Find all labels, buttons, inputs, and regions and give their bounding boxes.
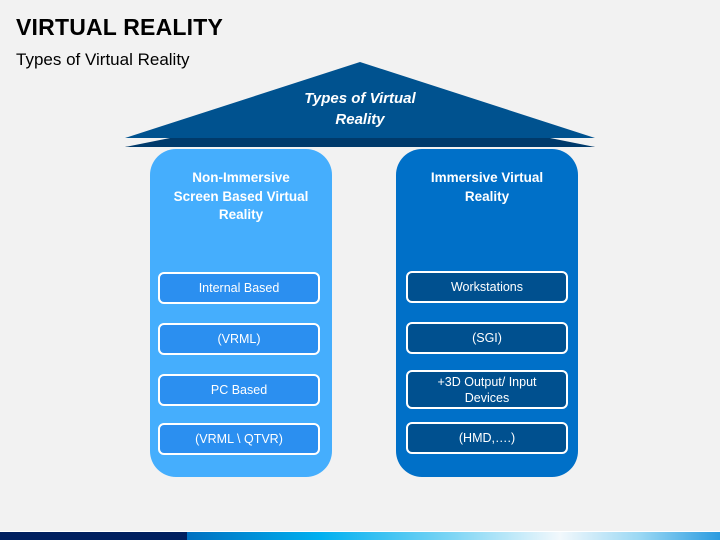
pillar-item-hmd: (HMD,….) (406, 422, 568, 454)
pillar-item-3d-devices: +3D Output/ Input Devices (406, 370, 568, 409)
pillar-title-line: Reality (218, 207, 264, 222)
pillar-title: Non-Immersive Screen Based Virtual Reali… (150, 169, 332, 225)
item-label: (HMD,….) (458, 431, 516, 445)
footer-bar-dark (0, 532, 187, 540)
pillar-item-vrml-qtvr: (VRML \ QTVR) (158, 423, 320, 455)
footer-bar-gradient (187, 532, 720, 540)
footer-gradient-bar (0, 532, 720, 540)
roof-label: Types of Virtual Reality (260, 88, 460, 130)
item-label: Internal Based (198, 281, 280, 295)
pillar-item-sgi: (SGI) (406, 322, 568, 354)
item-label: PC Based (210, 383, 268, 397)
pillar-immersive: Immersive Virtual Reality Workstations (… (396, 149, 578, 477)
pillar-title: Immersive Virtual Reality (396, 169, 578, 206)
item-label: +3D Output/ Input Devices (437, 374, 537, 405)
pillar-item-pc-based: PC Based (158, 374, 320, 406)
pillar-item-internal-based: Internal Based (158, 272, 320, 304)
pillar-title-line: Screen Based Virtual (173, 188, 309, 204)
pillar-title-line: Reality (464, 188, 510, 204)
roof-shape (125, 62, 595, 147)
pillar-title-line: Non-Immersive (192, 170, 290, 185)
roof-label-line2: Reality (335, 111, 385, 128)
item-label: (VRML) (217, 332, 261, 346)
roof-label-line1: Types of Virtual (304, 90, 416, 107)
pillar-non-immersive: Non-Immersive Screen Based Virtual Reali… (150, 149, 332, 477)
item-label: (VRML \ QTVR) (195, 432, 283, 446)
item-label: Workstations (450, 280, 523, 294)
pillar-item-workstations: Workstations (406, 271, 568, 303)
footer-divider (0, 531, 720, 532)
page-subtitle: Types of Virtual Reality (16, 50, 190, 69)
pillar-title-line: Immersive Virtual (430, 170, 544, 185)
item-label: (SGI) (472, 331, 502, 345)
roof-band (125, 138, 595, 147)
page-title: VIRTUAL REALITY (16, 14, 224, 40)
roof-triangle (125, 62, 595, 138)
pillar-item-vrml: (VRML) (158, 323, 320, 355)
